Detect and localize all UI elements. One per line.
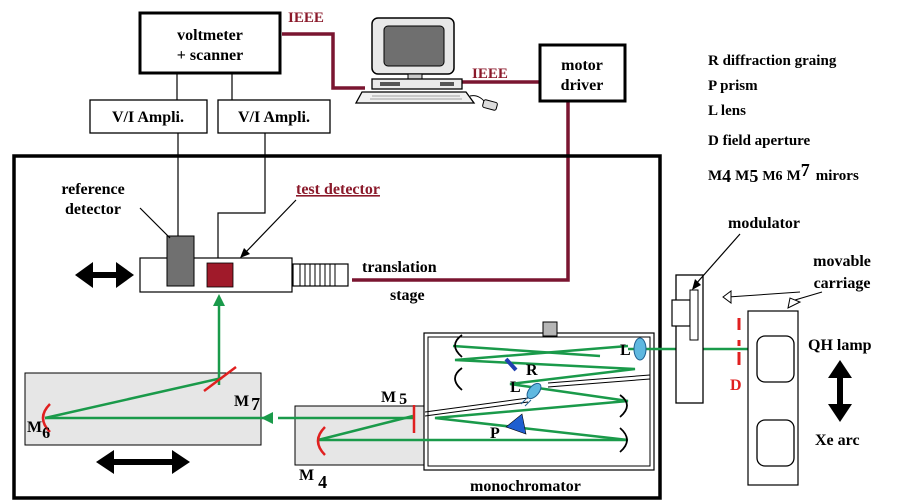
entrance-lens-label: L <box>620 342 631 359</box>
aperture-label: D <box>730 377 742 394</box>
mirrors <box>41 366 416 456</box>
carriage-motion-arrow <box>828 360 852 422</box>
svg-text:V/I Ampli.: V/I Ampli. <box>112 109 184 126</box>
test-detector <box>206 262 234 288</box>
test-detector-label: test detector <box>296 181 380 198</box>
legend-lens: L lens <box>708 103 746 119</box>
beam-arrow-left <box>261 412 273 424</box>
table-motion-arrow <box>96 450 190 474</box>
motor-driver-box: motor driver <box>538 43 627 103</box>
prism-label: P <box>490 425 500 442</box>
vi-amplifier-left: V/I Ampli. <box>89 99 208 134</box>
signal-cables <box>176 72 266 263</box>
beam-arrow-up <box>213 294 225 306</box>
mono-mirrors <box>454 334 628 453</box>
light-beam <box>44 300 755 442</box>
mirror-m6-label: M6 <box>27 419 50 442</box>
modulator <box>671 274 704 404</box>
legend-grating: R diffraction graing <box>708 53 837 69</box>
monochromator-label: monochromator <box>470 478 581 495</box>
stage-motion-arrow <box>75 262 134 288</box>
ieee-label-right: IEEE <box>472 66 508 82</box>
legend-aperture: D field aperture <box>708 133 811 149</box>
motor-label: motor <box>561 57 603 74</box>
qh-lamp-label: QH lamp <box>808 337 872 354</box>
stage-label: stage <box>390 287 425 304</box>
legend: R diffraction graing P prism L lens D fi… <box>708 53 859 186</box>
mirror-table-left <box>24 372 262 446</box>
reference-detector <box>166 235 195 287</box>
scanner-label: + scanner <box>177 47 243 64</box>
translation-label: translation <box>362 259 437 276</box>
carriage-label: carriage <box>814 275 871 292</box>
legend-prism: P prism <box>708 78 758 94</box>
voltmeter-scanner-box: voltmeter + scanner <box>138 11 282 75</box>
svg-text:V/I Ampli.: V/I Ampli. <box>238 109 310 126</box>
grating-label: R <box>526 362 538 379</box>
ieee-cables <box>282 32 570 282</box>
xe-arc-label: Xe arc <box>815 432 860 449</box>
vi-amplifier-right: V/I Ampli. <box>217 99 331 134</box>
driver-label: driver <box>561 77 604 94</box>
movable-carriage <box>747 310 799 486</box>
reference-detector-label-2: detector <box>65 201 121 218</box>
computer-icon <box>354 17 498 111</box>
grating <box>504 357 518 372</box>
mirror-table-center <box>294 405 426 466</box>
entrance-lens <box>633 337 647 361</box>
reference-detector-label: reference <box>61 181 124 198</box>
dark-enclosure <box>12 154 662 500</box>
modulator-label: modulator <box>728 215 800 232</box>
movable-label: movable <box>813 253 871 270</box>
voltmeter-label: voltmeter <box>177 27 243 44</box>
center-lens-label: L <box>510 379 521 396</box>
center-lens <box>520 382 542 407</box>
prism <box>505 413 527 435</box>
ieee-label-top: IEEE <box>288 10 324 26</box>
